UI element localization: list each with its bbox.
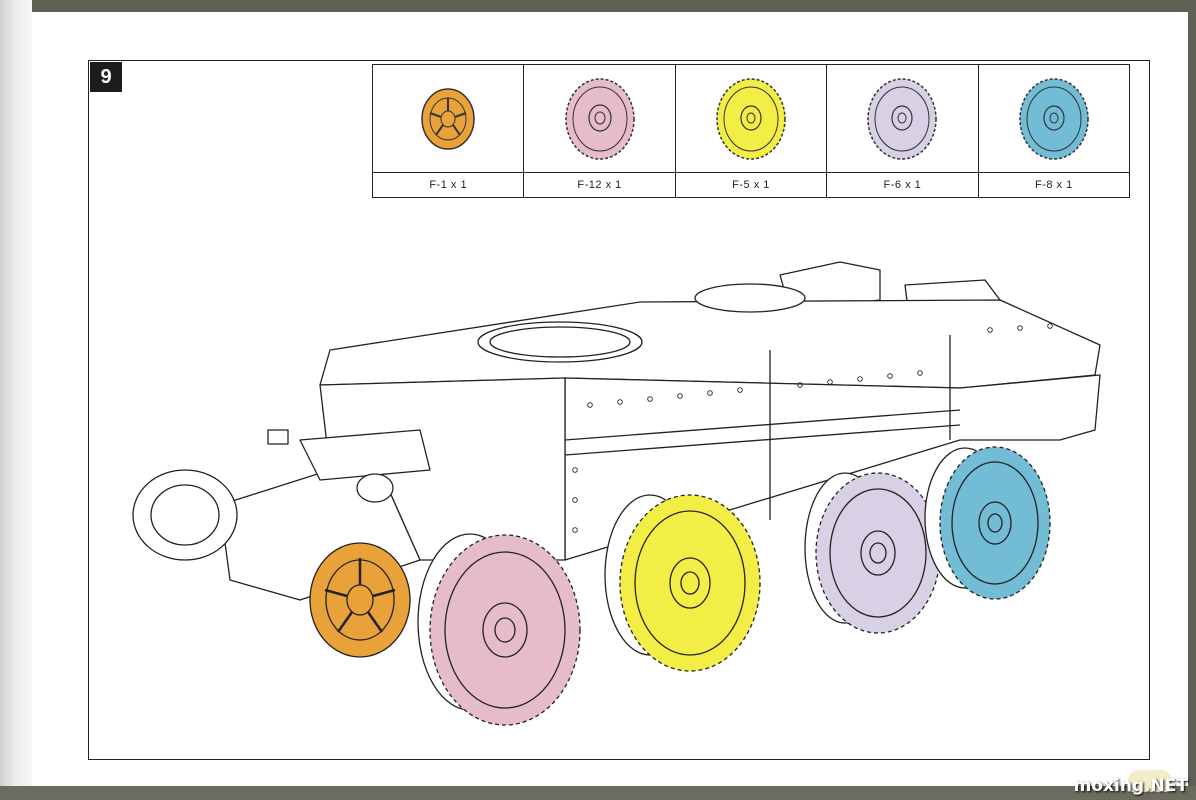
page-number-tab	[1128, 770, 1172, 792]
part-label-f5: F-5 x 1	[675, 172, 827, 197]
part-label-f8: F-8 x 1	[978, 172, 1130, 197]
wheel-hub-icon	[421, 87, 475, 150]
part-label-f12: F-12 x 1	[524, 172, 675, 197]
part-cell-f5: F-5 x 1	[675, 65, 828, 197]
step-number: 9	[90, 62, 122, 92]
vehicle-assembly-drawing	[132, 261, 1101, 726]
part-label-f1: F-1 x 1	[373, 172, 524, 197]
road-wheel-icon	[716, 77, 786, 160]
part-cell-f12: F-12 x 1	[524, 65, 676, 197]
parts-table: F-1 x 1 F-12 x 1 F-5 x 1	[372, 64, 1130, 198]
book-spine	[0, 0, 32, 800]
road-wheel-icon	[867, 77, 938, 160]
page-edge	[0, 786, 1196, 800]
part-label-f6: F-6 x 1	[827, 172, 978, 197]
part-cell-f1: F-1 x 1	[373, 65, 525, 197]
watermark: moxing.NET	[1073, 776, 1188, 796]
road-wheel-icon	[1019, 77, 1089, 160]
part-cell-f6: F-6 x 1	[827, 65, 979, 197]
part-cell-f8: F-8 x 1	[978, 65, 1130, 197]
road-wheel-icon	[564, 77, 635, 160]
